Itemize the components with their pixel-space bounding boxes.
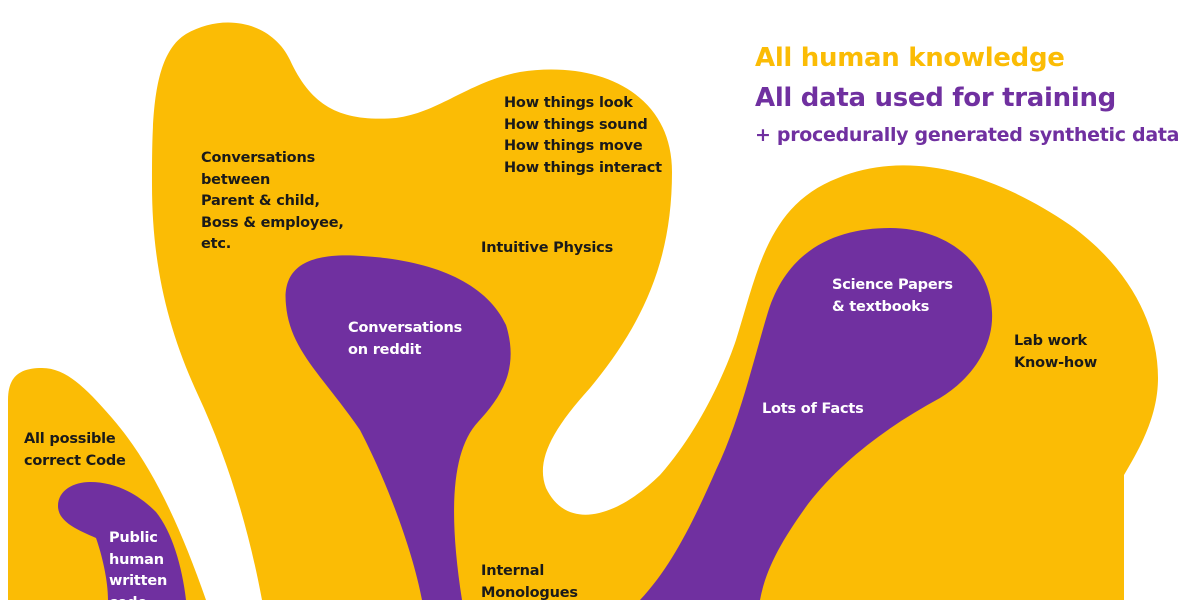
- label-line: How things sound: [504, 115, 662, 137]
- label-line: How things interact: [504, 158, 662, 180]
- legend-synthetic: + procedurally generated synthetic data: [755, 118, 1179, 152]
- legend: All human knowledge All data used for tr…: [755, 38, 1179, 152]
- label-line: All possible: [24, 429, 126, 451]
- legend-training: All data used for training: [755, 78, 1179, 118]
- label-line: Monologues: [481, 583, 578, 605]
- label-line: Public: [109, 528, 167, 550]
- label-line: Intuitive Physics: [481, 238, 613, 260]
- label-line: between: [201, 170, 344, 192]
- label-line: & textbooks: [832, 297, 953, 319]
- label-line: Internal: [481, 561, 578, 583]
- label-line: etc.: [201, 234, 344, 256]
- label-line: Know-how: [1014, 353, 1097, 375]
- legend-knowledge: All human knowledge: [755, 38, 1179, 78]
- label-line: Lab work: [1014, 331, 1097, 353]
- label-line: written: [109, 571, 167, 593]
- label-lots-of-facts: Lots of Facts: [762, 399, 864, 421]
- label-line: How things look: [504, 93, 662, 115]
- label-line: Boss & employee,: [201, 213, 344, 235]
- label-line: Conversations: [201, 148, 344, 170]
- label-line: correct Code: [24, 451, 126, 473]
- label-line: Lots of Facts: [762, 399, 864, 421]
- label-line: code: [109, 593, 167, 614]
- label-intuitive-physics: Intuitive Physics: [481, 238, 613, 260]
- label-line: on reddit: [348, 340, 462, 362]
- label-line: Conversations: [348, 318, 462, 340]
- label-line: Parent & child,: [201, 191, 344, 213]
- label-line: Science Papers: [832, 275, 953, 297]
- label-science-papers: Science Papers& textbooks: [832, 275, 953, 318]
- label-line: human: [109, 550, 167, 572]
- label-line: How things move: [504, 136, 662, 158]
